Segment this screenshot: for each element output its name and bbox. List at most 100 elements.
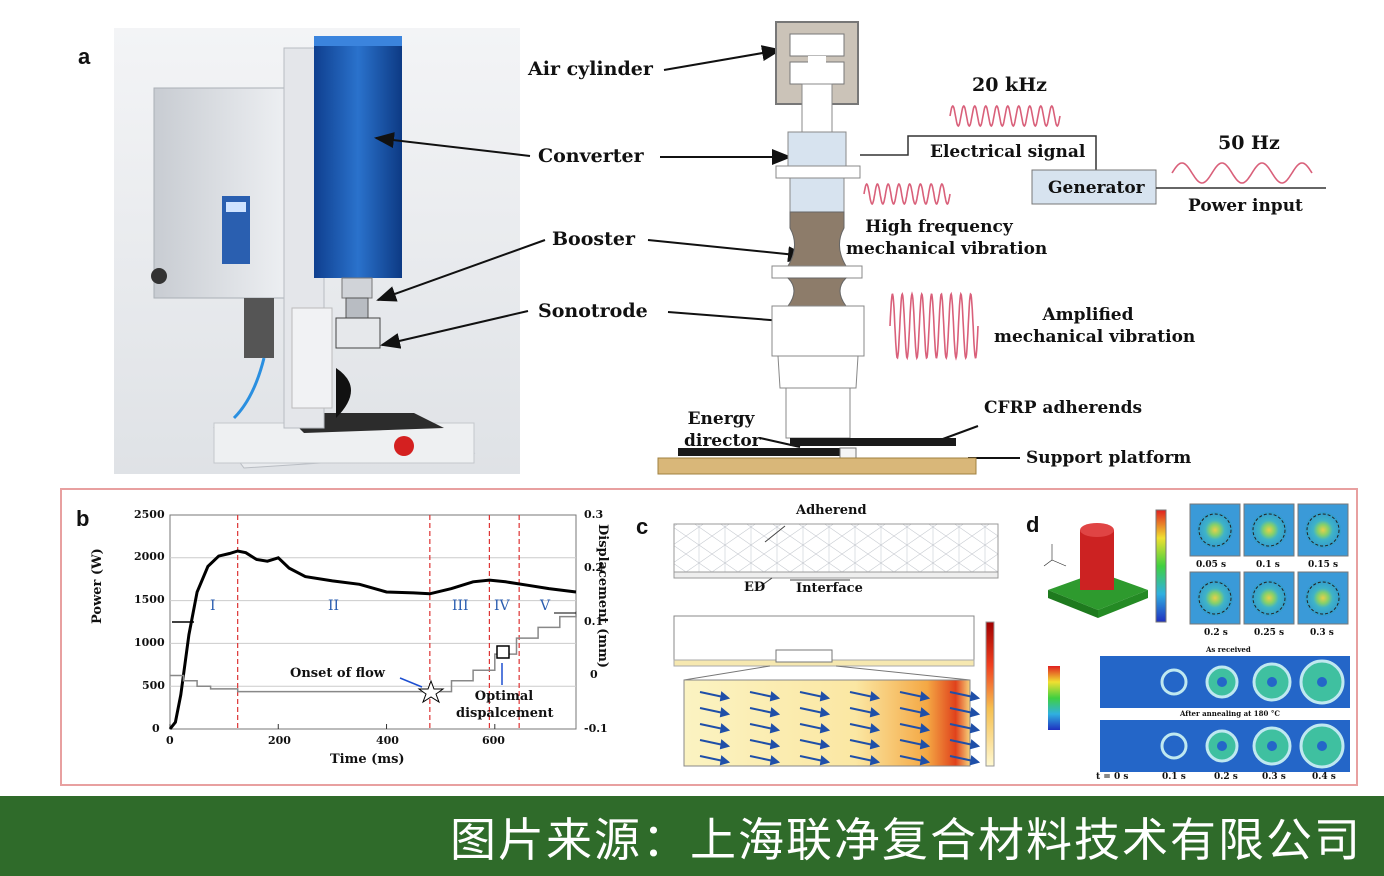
panel-a-letter: a (78, 44, 91, 69)
source-footer-text: 图片来源：上海联净复合材料技术有限公司 (450, 813, 1362, 867)
velocity-arrowhead (969, 691, 981, 702)
freq-50hz-label: 50 Hz (1218, 132, 1280, 154)
panel-b-letter: b (76, 506, 90, 531)
panel-d-thermal-maps (1043, 503, 1350, 772)
velocity-arrowhead (919, 691, 931, 702)
hf-vibration-label: High frequency mechanical vibration (846, 216, 1047, 260)
bottom-time-0.3: 0.3 s (1262, 772, 1286, 782)
x-axis-title: Time (ms) (330, 752, 405, 767)
amp-vibration-label: Amplified mechanical vibration (994, 304, 1196, 348)
time-label-0.05: 0.05 s (1196, 560, 1227, 570)
y-tick-1000: 1000 (134, 636, 165, 649)
panel-c-simulation (673, 523, 999, 767)
energy-line2: director (684, 431, 761, 451)
weld-ring-center (1217, 741, 1227, 751)
interface-label: Interface (796, 581, 863, 596)
stage-label-v: V (540, 598, 551, 614)
temperature-spot (1197, 512, 1233, 548)
energy-director-label: Energy director (684, 408, 761, 452)
panel-a-leader-lines (374, 45, 1020, 459)
y-tick-0: 0 (152, 722, 160, 735)
velocity-arrowhead (869, 707, 881, 718)
power-input-label: Power input (1188, 196, 1303, 216)
weld-ring (1160, 668, 1188, 696)
cfrp-label: CFRP adherends (984, 398, 1143, 418)
onset-of-flow-label: Onset of flow (290, 666, 385, 681)
adherend-label: Adherend (796, 503, 867, 518)
y2-tick-0: 0 (590, 668, 598, 681)
velocity-arrowhead (769, 755, 781, 766)
weld-ring-center (1217, 677, 1227, 687)
optimal-line1: Optimal (474, 689, 534, 704)
panel-d-letter: d (1026, 512, 1040, 537)
temperature-spot (1305, 512, 1341, 548)
bottom-time-0.1: 0.1 s (1162, 772, 1186, 782)
velocity-arrowhead (719, 723, 731, 734)
y2-tick-0.3: 0.3 (584, 508, 604, 521)
optimal-square-marker (496, 645, 510, 659)
temperature-spot (1197, 580, 1233, 616)
y-left-axis-title: Power (W) (90, 548, 105, 624)
weld-ring (1160, 732, 1188, 760)
onset-star-marker (417, 679, 445, 704)
weld-ring-center (1267, 741, 1277, 751)
velocity-arrowhead (819, 707, 831, 718)
displacement-series-line (170, 611, 577, 693)
weld-boundary-ring (1198, 513, 1232, 547)
air-cylinder-label: Air cylinder (528, 58, 653, 80)
weld-ring-center (1169, 741, 1179, 751)
velocity-arrowhead (869, 755, 881, 766)
generator-label: Generator (1048, 178, 1145, 198)
weld-boundary-ring (1306, 581, 1340, 615)
y2-tick-0.1: 0.1 (584, 615, 604, 628)
velocity-arrowhead (769, 739, 781, 750)
y2-tick-0.2: 0.2 (584, 561, 604, 574)
after-annealing-label: After annealing at 180 °C (1180, 709, 1280, 718)
y-tick-500: 500 (142, 679, 165, 692)
source-footer-bar: 图片来源：上海联净复合材料技术有限公司 (0, 796, 1384, 876)
energy-line1: Energy (687, 409, 755, 429)
hf-vibration-line1: High frequency (865, 217, 1013, 237)
support-platform-label: Support platform (1026, 448, 1192, 468)
velocity-arrowhead (919, 755, 931, 766)
time-label-0.15: 0.15 s (1308, 560, 1339, 570)
velocity-arrowhead (719, 707, 731, 718)
optimal-displacement-label: Optimal dispalcement (456, 688, 553, 722)
velocity-arrowhead (819, 723, 831, 734)
stage-label-iii: III (452, 598, 469, 614)
ultrasonic-stack-schematic (657, 21, 1326, 475)
stage-label-ii: II (328, 598, 340, 614)
velocity-arrowhead (769, 723, 781, 734)
amp-vibration-line1: Amplified (1042, 305, 1134, 325)
y-tick-2500: 2500 (134, 508, 165, 521)
amp-vibration-line2: mechanical vibration (994, 327, 1196, 347)
weld-boundary-ring (1198, 581, 1232, 615)
velocity-arrowhead (969, 755, 981, 766)
electrical-signal-label: Electrical signal (930, 142, 1086, 162)
welding-machine-photo (114, 28, 520, 474)
x-tick-0: 0 (166, 734, 174, 747)
velocity-arrowhead (769, 707, 781, 718)
temperature-spot (1305, 580, 1341, 616)
stage-label-iv: IV (494, 598, 510, 614)
as-received-label: As received (1206, 645, 1251, 654)
velocity-arrowhead (719, 691, 731, 702)
velocity-arrowhead (919, 723, 931, 734)
bottom-time-0: t = 0 s (1096, 772, 1129, 782)
y-tick-2000: 2000 (134, 550, 165, 563)
velocity-arrowhead (819, 755, 831, 766)
freq-20khz-label: 20 kHz (972, 74, 1047, 96)
y-right-axis-title: Displacement (mm) (595, 524, 610, 668)
panel-c-letter: c (636, 514, 649, 539)
temperature-spot (1251, 512, 1287, 548)
y2-tick-neg0.1: -0.1 (584, 722, 608, 735)
converter-label: Converter (538, 145, 644, 167)
velocity-arrowhead (969, 723, 981, 734)
onset-arrow (399, 677, 423, 688)
velocity-arrowhead (769, 691, 781, 702)
velocity-arrowhead (869, 739, 881, 750)
weld-ring-center (1169, 677, 1179, 687)
stage-label-i: I (210, 598, 216, 614)
weld-ring-center (1267, 677, 1277, 687)
bottom-time-0.2: 0.2 s (1214, 772, 1238, 782)
